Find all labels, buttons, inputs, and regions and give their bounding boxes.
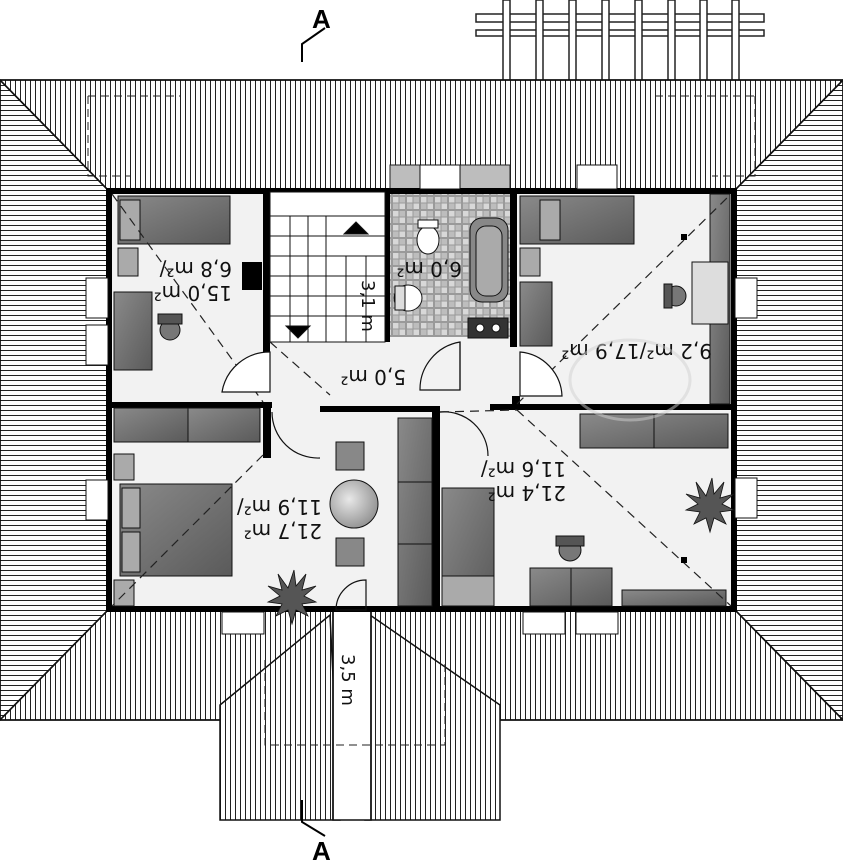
outer-walls — [106, 188, 737, 612]
section-marker-top: A — [312, 4, 331, 34]
furniture-bedroom-nw — [113, 195, 231, 371]
corner-markers — [681, 234, 687, 563]
furniture-bedroom-se — [441, 413, 729, 607]
room-height-staircase: 3,1 m — [357, 280, 378, 332]
room-area-bedroom-nw-2: 15,0 m² — [154, 281, 232, 305]
staircase — [269, 191, 386, 343]
room-area-bedroom-se: 11,6 m²/ — [481, 457, 566, 481]
room-area-bedroom-se-2: 21,4 m² — [488, 481, 566, 505]
room-area-bathroom: 6,0 m² — [396, 257, 462, 281]
room-area-hall: 5,0 m² — [340, 365, 406, 389]
pergola — [475, 0, 765, 83]
entrance-gable-roof — [219, 609, 501, 821]
room-area-bedroom-sw-2: 21,7 m² — [244, 519, 322, 543]
bathroom-fixtures — [393, 217, 509, 339]
room-area-bedroom-sw: 11,9 m²/ — [237, 495, 322, 519]
section-marker-bottom: A — [312, 836, 331, 860]
furniture-bedroom-sw — [113, 417, 433, 607]
door-swings — [221, 341, 563, 611]
section-line-bottom — [301, 800, 326, 837]
roof — [0, 78, 843, 722]
wardrobes-west — [113, 407, 261, 443]
watermark — [568, 338, 692, 422]
furniture-bedroom-ne — [519, 193, 731, 405]
roof-dashes — [87, 95, 756, 746]
room-area-bedroom-ne: 9,2 m²/17,9 m² — [561, 339, 712, 363]
plant-icon — [266, 477, 736, 626]
room-area-bedroom-nw: 6,8 m²/ — [159, 257, 232, 281]
interior-walls — [112, 192, 732, 606]
windows — [85, 164, 758, 635]
section-line-top — [301, 27, 326, 62]
room-height-entrance: 3,5 m — [337, 654, 358, 706]
